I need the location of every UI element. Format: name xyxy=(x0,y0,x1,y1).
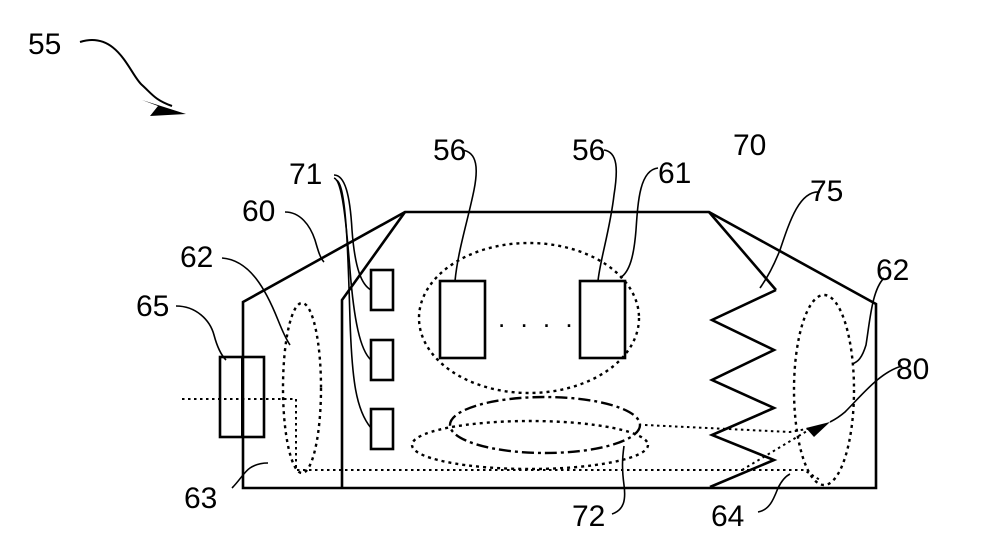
sensor-71-top xyxy=(371,270,393,310)
label-56-right: 56 xyxy=(572,134,605,167)
component-56-left xyxy=(440,281,485,358)
leader-56-left xyxy=(455,150,476,281)
flow-zone-dashdot xyxy=(450,397,640,453)
leader-72 xyxy=(612,446,625,514)
label-64: 64 xyxy=(711,500,744,533)
leader-56-right xyxy=(598,150,616,281)
label-75: 75 xyxy=(810,175,843,208)
label-65: 65 xyxy=(136,290,169,323)
label-55: 55 xyxy=(28,28,61,61)
flow-arrow-head xyxy=(806,422,830,437)
label-72: 72 xyxy=(572,500,605,533)
label-62-left: 62 xyxy=(180,241,213,274)
sensor-71-bottom xyxy=(371,409,393,449)
leader-60 xyxy=(285,212,324,262)
label-71: 71 xyxy=(289,158,322,191)
zigzag-element xyxy=(710,290,776,487)
label-56-left: 56 xyxy=(433,134,466,167)
label-80: 80 xyxy=(896,353,929,386)
housing-outline xyxy=(243,212,876,488)
label-70: 70 xyxy=(733,129,766,162)
arrow-55-curve xyxy=(80,40,172,106)
leader-62-right xyxy=(852,278,884,364)
label-60: 60 xyxy=(242,195,275,228)
sensor-71-middle xyxy=(371,340,393,380)
leader-63 xyxy=(232,463,268,488)
right-zone-62 xyxy=(794,295,854,485)
left-zone-62 xyxy=(283,303,321,473)
component-56-right xyxy=(580,281,625,358)
leader-64 xyxy=(758,474,790,512)
leader-61 xyxy=(620,168,658,278)
components-ellipsis: . . . . xyxy=(498,303,577,333)
label-62-right: 62 xyxy=(876,254,909,287)
label-61: 61 xyxy=(658,157,691,190)
label-63: 63 xyxy=(184,482,217,515)
flow-zone-72 xyxy=(412,421,648,469)
leader-80 xyxy=(830,366,902,422)
leader-65 xyxy=(176,306,226,360)
leader-62-left xyxy=(222,258,290,345)
flow-path-diagonal xyxy=(742,428,812,470)
